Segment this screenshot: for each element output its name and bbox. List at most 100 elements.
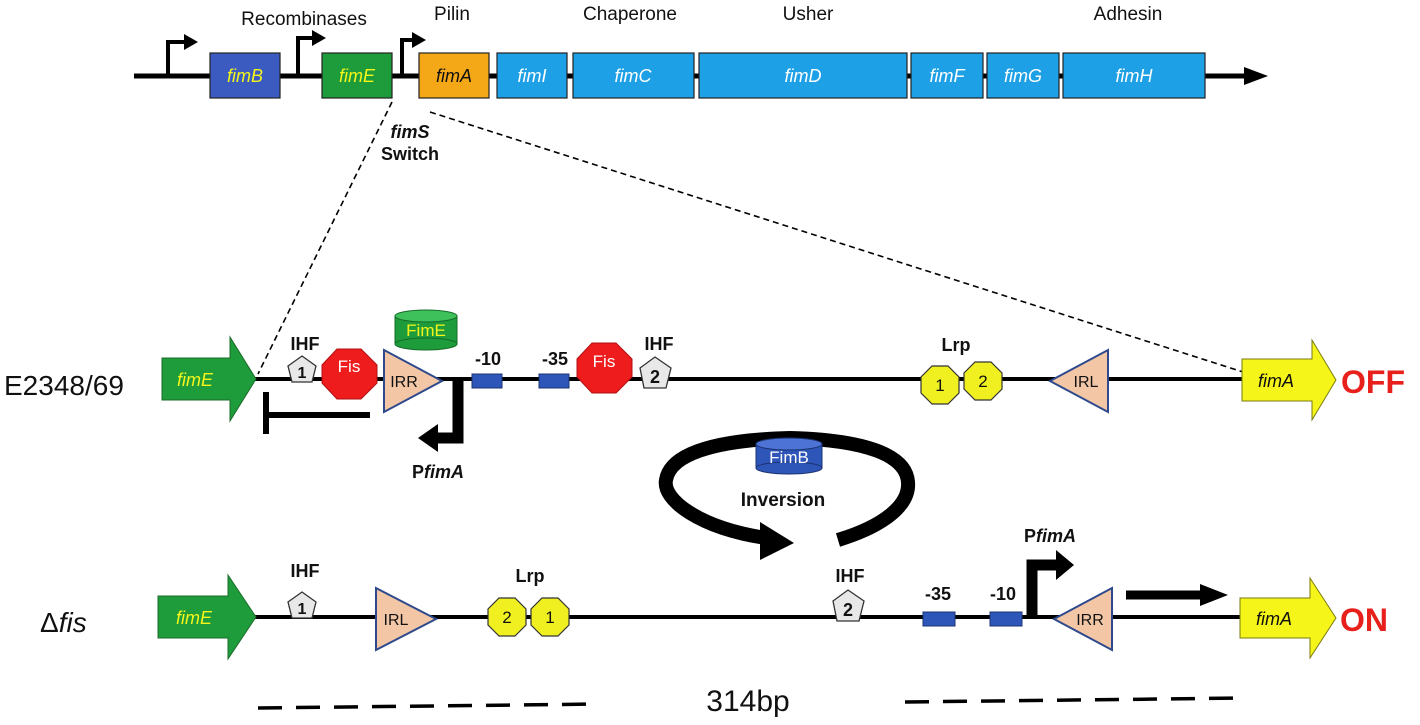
off-ihf-site-1: 1	[287, 355, 317, 383]
off-fis-site-1: Fis	[321, 348, 378, 400]
off-minus10-box	[471, 373, 503, 389]
label-chaperone: Chaperone	[583, 4, 677, 25]
on-minus10-label: -10	[990, 584, 1016, 604]
off-fimE-arrow: fimE	[161, 335, 257, 423]
svg-text:IRR: IRR	[1076, 612, 1104, 629]
promoter-arrow-fimE	[296, 36, 314, 76]
on-lrp-label: Lrp	[516, 566, 545, 586]
svg-text:1: 1	[935, 376, 944, 395]
on-irr-repeat: IRR	[1051, 586, 1113, 652]
svg-text:fimE: fimE	[339, 66, 376, 86]
scale-dash-right	[904, 696, 1247, 704]
on-pfimA-promoter-arrow	[1026, 550, 1074, 617]
gene-fimD: fimD	[698, 52, 908, 99]
off-irr-repeat: IRR	[383, 348, 445, 414]
svg-text:fimD: fimD	[785, 66, 822, 86]
on-ihf-site-1: 1	[287, 591, 317, 619]
gene-fimC: fimC	[572, 52, 695, 99]
scale-bar: 314bp	[257, 685, 1247, 718]
svg-text:fimA: fimA	[436, 66, 472, 86]
on-ihf-site-2: 2	[832, 589, 865, 622]
svg-text:fimE: fimE	[177, 370, 214, 390]
label-pilin: Pilin	[434, 4, 470, 25]
on-fimE-arrow: fimE	[157, 573, 257, 661]
on-minus35-label: -35	[925, 584, 951, 604]
on-minus10-box	[989, 611, 1023, 627]
off-minus35-label: -35	[542, 349, 568, 369]
on-lrp-site-2: 2	[487, 597, 527, 637]
gene-fimF: fimF	[910, 52, 984, 99]
svg-text:2: 2	[978, 372, 987, 391]
svg-text:2: 2	[843, 600, 853, 620]
svg-text:fimG: fimG	[1004, 66, 1042, 86]
off-ihf-label-1: IHF	[291, 334, 320, 354]
switch-label-gene: fimS	[390, 122, 429, 142]
off-state-label: OFF	[1341, 364, 1405, 400]
off-pfimA-promoter-arrow	[418, 380, 464, 452]
gene-fimE: fimE	[321, 52, 393, 99]
gene-fimA: fimA	[418, 52, 490, 99]
strain-label-e2348: E2348/69	[4, 370, 124, 401]
svg-text:1: 1	[298, 365, 307, 382]
gene-fimB: fimB	[209, 52, 281, 99]
svg-text:fimB: fimB	[227, 66, 263, 86]
svg-text:Fis: Fis	[338, 357, 361, 376]
fimb-protein-icon: FimB	[755, 437, 823, 475]
promoter-arrowhead-fimE	[312, 30, 326, 46]
strain-label-delta-fis: Δfis	[40, 607, 87, 638]
off-lrp-site-1: 1	[920, 365, 960, 405]
label-usher: Usher	[783, 4, 834, 25]
switch-label-word: Switch	[381, 144, 439, 164]
svg-text:IRL: IRL	[1074, 374, 1099, 391]
off-fis-site-2: Fis	[576, 342, 633, 394]
on-state-label: ON	[1340, 602, 1388, 638]
operon-arrowhead	[1244, 67, 1268, 85]
off-pfimA-label: PfimA	[412, 462, 464, 482]
gene-fimG: fimG	[986, 52, 1060, 99]
svg-text:PfimA: PfimA	[412, 462, 464, 482]
on-lrp-site-1: 1	[530, 597, 570, 637]
off-lrp-label: Lrp	[942, 335, 971, 355]
promoter-arrow-fimA	[400, 38, 414, 76]
off-row: E2348/69 fimE IHF 1 Fis	[4, 309, 1405, 482]
on-ihf-label-1: IHF	[291, 561, 320, 581]
svg-text:1: 1	[545, 608, 554, 627]
svg-text:IRR: IRR	[390, 374, 418, 391]
promoter-arrow-fimB	[166, 40, 186, 76]
on-fimA-arrow: fimA	[1239, 576, 1337, 660]
off-lrp-site-2: 2	[963, 361, 1003, 401]
on-minus35-box	[922, 611, 956, 627]
svg-text:1: 1	[298, 601, 307, 618]
svg-text:FimB: FimB	[769, 448, 809, 467]
off-ihf-site-2: 2	[639, 356, 672, 389]
off-repression-bar	[263, 392, 370, 434]
svg-text:fimE: fimE	[176, 608, 213, 628]
off-irl-repeat: IRL	[1047, 348, 1109, 414]
on-pfimA-label: PfimA	[1024, 526, 1076, 546]
scale-dash-left	[257, 702, 601, 710]
svg-text:2: 2	[650, 367, 660, 387]
label-recombinases: Recombinases	[241, 9, 367, 30]
promoter-arrowhead-fimA	[412, 32, 426, 48]
off-minus10-label: -10	[475, 349, 501, 369]
svg-text:fimH: fimH	[1116, 66, 1154, 86]
on-transcription-arrow	[1126, 584, 1228, 606]
svg-text:PfimA: PfimA	[1024, 526, 1076, 546]
svg-text:fimF: fimF	[930, 66, 966, 86]
label-adhesin: Adhesin	[1094, 4, 1163, 25]
fim-operon: Recombinases Pilin Chaperone Usher Adhes…	[134, 4, 1268, 164]
on-row: Δfis fimE IHF 1 IRL Lrp 2 1 IHF	[40, 526, 1388, 661]
svg-text:Fis: Fis	[593, 352, 616, 371]
svg-text:FimE: FimE	[406, 321, 446, 340]
off-minus35-box	[538, 373, 570, 389]
svg-text:IRL: IRL	[384, 612, 409, 629]
on-ihf-label-2: IHF	[836, 566, 865, 586]
off-fimA-arrow: fimA	[1241, 338, 1337, 422]
inversion-arrowhead	[760, 522, 794, 560]
inversion-cycle: FimB Inversion	[658, 430, 916, 560]
svg-text:fimA: fimA	[1256, 609, 1292, 629]
promoter-arrowhead-fimB	[184, 34, 198, 50]
on-irl-repeat: IRL	[375, 586, 439, 652]
svg-text:fimC: fimC	[615, 66, 653, 86]
